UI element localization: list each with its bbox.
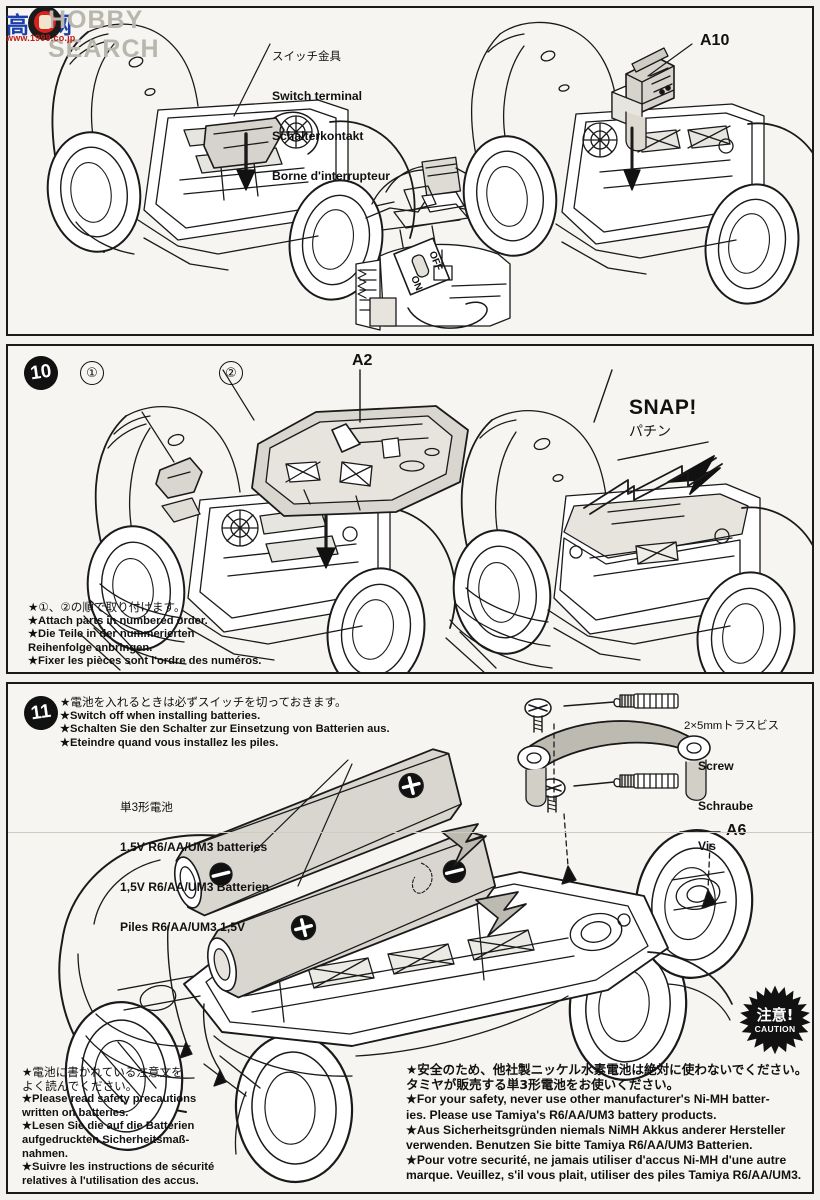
- part-label-a6: A6: [726, 822, 747, 839]
- part-label-a2: A2: [352, 352, 373, 369]
- caution-line-7: ★Pour votre securité, ne jamais utiliser…: [406, 1153, 787, 1168]
- instr-10-line-1: ★①、②の順で取り付けます。: [28, 600, 186, 614]
- panel-step-9: ON OFF: [6, 6, 814, 336]
- instr-11-line-4: ★Eteindre quand vous installez les piles…: [60, 736, 279, 749]
- starburst-icon: [739, 985, 811, 1055]
- panel-10-artwork: [8, 346, 812, 672]
- note-left-line-7: nahmen.: [22, 1147, 69, 1160]
- battery-label-de: 1,5V R6/AA/UM3 Batterien: [120, 880, 270, 895]
- screw-label-jp: 2×5mmトラスビス: [684, 719, 780, 732]
- switch-terminal-fr: Borne d'interrupteur: [272, 169, 391, 184]
- sequence-marker-1: ①: [80, 361, 104, 385]
- instr-10-line-4: Reihenfolge anbringen.: [28, 641, 153, 654]
- note-left-line-4: written on batteries.: [22, 1106, 129, 1119]
- sequence-marker-2: ②: [219, 361, 243, 385]
- snap-label-en: SNAP!: [629, 396, 697, 419]
- scan-artifact-line: [8, 832, 812, 833]
- screw-label-de: Schraube: [698, 799, 754, 814]
- switch-terminal-jp: スイッチ金具: [272, 48, 341, 63]
- note-left-line-6: aufgedruckten Sicherheitsmaß-: [22, 1133, 190, 1146]
- note-left-line-1: ★電池に書かれている注意文を: [22, 1065, 183, 1079]
- caution-line-8: marque. Veuillez, s'il vous plait, utili…: [406, 1168, 802, 1183]
- instr-11-line-2: ★Switch off when installing batteries.: [60, 709, 261, 722]
- screw-spec-label: 2×5mmトラスビス Screw Schraube Vis: [684, 693, 779, 881]
- note-left-line-2: よく読んでください。: [22, 1078, 138, 1093]
- note-left-line-8: ★Suivre les instructions de sécurité: [22, 1161, 215, 1174]
- panel-9-artwork: ON OFF: [8, 8, 812, 334]
- note-left-line-3: ★Please read safety precautions: [22, 1093, 197, 1106]
- instr-11-line-3: ★Schalten Sie den Schalter zur Einsetzun…: [60, 723, 390, 736]
- battery-label-jp: 単3形電池: [120, 800, 173, 814]
- nimh-caution-text: ★安全のため、他社製ニッケル水素電池は絶対に使わないでください。 タミヤが販売す…: [406, 1062, 807, 1184]
- snap-callout: SNAP! パチン: [629, 396, 697, 441]
- switch-terminal-label: スイッチ金具 Switch terminal Schalterkontakt B…: [272, 23, 390, 211]
- snap-label-jp: パチン: [629, 424, 671, 440]
- panel-step-10: 10 ① ② A2 SNAP! パチン ★①、②の順で取り付けます。 ★Atta…: [6, 344, 814, 674]
- instr-10-line-2: ★Attach parts in numbered order.: [28, 614, 208, 627]
- panel-step-11: 11 ★電池を入れるときは必ずスイッチを切っておきます。 ★Switch off…: [6, 682, 814, 1194]
- step-10-instructions: ★①、②の順で取り付けます。 ★Attach parts in numbered…: [28, 600, 262, 669]
- svg-text:ON: ON: [408, 274, 424, 292]
- caution-badge: 注意! CAUTION: [738, 984, 812, 1058]
- caution-line-5: ★Aus Sicherheitsgründen niemals NiMH Akk…: [406, 1122, 786, 1137]
- instr-10-line-3: ★Die Teile in der nummerierten: [28, 628, 195, 641]
- note-left-line-5: ★Lesen Sie die auf die Batterien: [22, 1120, 195, 1133]
- battery-note-left: ★電池に書かれている注意文を よく読んでください。 ★Please read s…: [22, 1065, 215, 1188]
- switch-terminal-de: Schalterkontakt: [272, 129, 364, 144]
- screw-label-en: Screw: [698, 759, 734, 774]
- instr-10-line-5: ★Fixer les pièces sont l'ordre des numér…: [28, 655, 262, 668]
- caution-line-6: verwenden. Benutzen Sie bitte Tamiya R6/…: [406, 1138, 753, 1153]
- instr-11-line-1: ★電池を入れるときは必ずスイッチを切っておきます。: [60, 695, 347, 709]
- note-left-line-9: relatives à l'utilisation des accus.: [22, 1174, 199, 1187]
- battery-spec-label: 単3形電池 1.5V R6/AA/UM3 batteries 1,5V R6/A…: [120, 774, 269, 962]
- battery-label-fr: Piles R6/AA/UM3 1,5V: [120, 920, 246, 935]
- battery-label-en: 1.5V R6/AA/UM3 batteries: [120, 840, 268, 855]
- panel-11-artwork: [8, 684, 812, 1192]
- caution-line-4: ies. Please use Tamiya's R6/AA/UM3 batte…: [406, 1107, 717, 1122]
- switch-terminal-en: Switch terminal: [272, 89, 363, 104]
- step-11-header-instructions: ★電池を入れるときは必ずスイッチを切っておきます。 ★Switch off wh…: [60, 695, 390, 750]
- caution-line-1: ★安全のため、他社製ニッケル水素電池は絶対に使わないでください。: [406, 1062, 808, 1077]
- part-label-a10: A10: [700, 32, 730, 49]
- caution-line-2: タミヤが販売する単3形電池をお使いください。: [406, 1077, 680, 1093]
- screw-label-fr: Vis: [698, 839, 716, 854]
- caution-line-3: ★For your safety, never use other manufa…: [406, 1092, 770, 1107]
